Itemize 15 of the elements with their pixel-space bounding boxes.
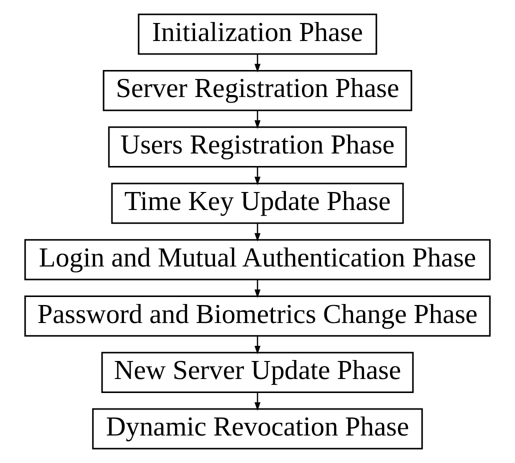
arrow	[254, 54, 260, 72]
node-box: Users Registration Phase	[108, 126, 407, 168]
arrow	[254, 280, 260, 298]
node-box: Login and Mutual Authentication Phase	[24, 239, 491, 280]
node-box: Time Key Update Phase	[111, 182, 404, 224]
node-box: Initialization Phase	[138, 14, 378, 55]
arrow	[254, 223, 260, 242]
node-box: Password and Biometrics Change Phase	[24, 296, 491, 337]
arrow	[254, 110, 260, 129]
arrow	[254, 392, 260, 411]
arrow	[254, 336, 260, 354]
node-box: Server Registration Phase	[102, 70, 412, 112]
node-box: New Server Update Phase	[101, 352, 414, 394]
arrow	[254, 167, 260, 186]
node-box: Dynamic Revocation Phase	[92, 408, 423, 450]
